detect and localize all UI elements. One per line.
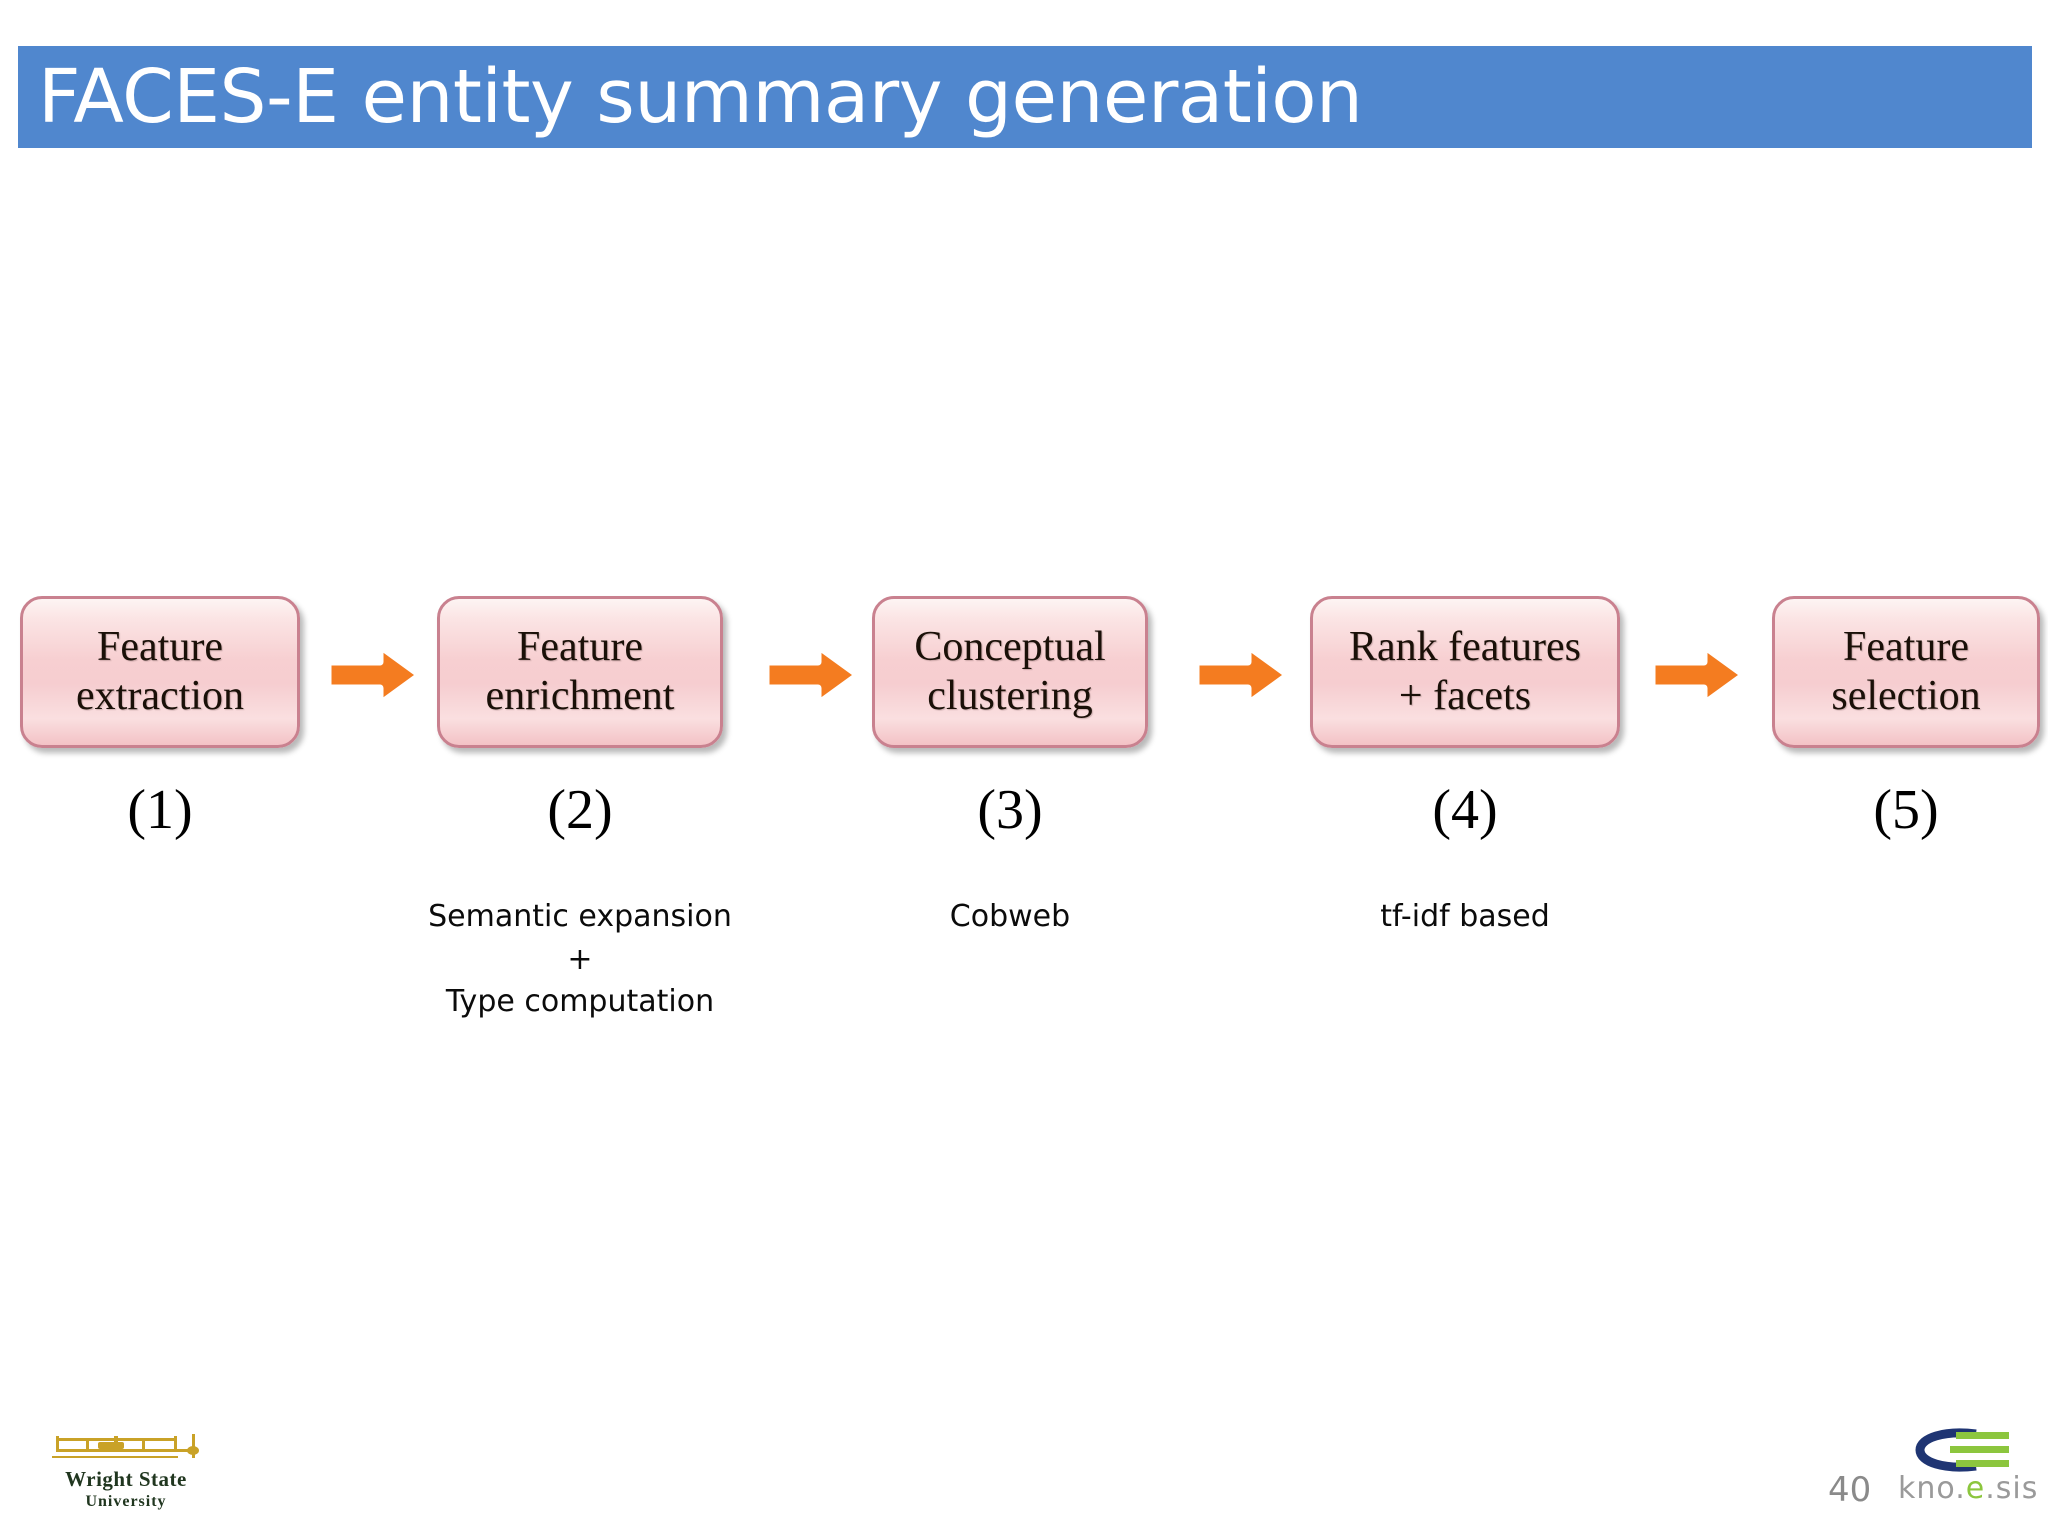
knoesis-logo: kno.e.sis: [1898, 1428, 2037, 1518]
knoesis-wordmark-accent: e: [1965, 1471, 1986, 1506]
pipeline-stage-1-label: Feature extraction: [76, 624, 244, 719]
knoesis-wordmark: kno.e.sis: [1898, 1471, 2037, 1506]
pipeline-stage-3-box[interactable]: Conceptual clustering: [872, 596, 1148, 748]
pipeline-stage-caption-4: tf-idf based: [1380, 899, 1550, 934]
pipeline-step-number-1: (1): [127, 779, 193, 841]
pipeline-step-number-5: (5): [1873, 779, 1939, 841]
arrow-right-icon-2: [760, 638, 864, 712]
pipeline-stage-4-box[interactable]: Rank features + facets: [1310, 596, 1620, 748]
knoesis-epsilon-icon: [1915, 1428, 2009, 1472]
pipeline-diagram: Feature extraction Feature enrichment Co…: [0, 596, 2048, 752]
slide-title-bar: FACES-E entity summary generation: [18, 46, 2032, 148]
knoesis-wordmark-prefix: kno.: [1898, 1471, 1966, 1506]
pipeline-stage-2-label: Feature enrichment: [485, 624, 675, 719]
wsu-wordmark-line1: Wright State: [65, 1467, 187, 1491]
pipeline-step-number-4: (4): [1432, 779, 1498, 841]
page-number: 40: [1828, 1470, 1872, 1510]
wright-flyer-icon: [46, 1432, 206, 1466]
arrow-right-icon-3: [1190, 638, 1294, 712]
knoesis-wordmark-suffix: .sis: [1985, 1471, 2039, 1506]
pipeline-stage-5-label: Feature selection: [1831, 624, 1981, 719]
pipeline-step-number-3: (3): [977, 779, 1043, 841]
pipeline-stage-4-label: Rank features + facets: [1348, 624, 1582, 719]
pipeline-stage-caption-3: Cobweb: [949, 899, 1071, 934]
arrow-right-icon-1: [322, 638, 426, 712]
wsu-wordmark-line2: University: [85, 1493, 167, 1510]
arrow-right-icon-4: [1646, 638, 1750, 712]
page-title: FACES-E entity summary generation: [38, 54, 1363, 140]
pipeline-stage-caption-2: Semantic expansion + Type computation: [428, 899, 732, 1020]
pipeline-stage-2-box[interactable]: Feature enrichment: [437, 596, 723, 748]
wright-state-university-logo: Wright State University: [46, 1432, 206, 1512]
pipeline-stage-5-box[interactable]: Feature selection: [1772, 596, 2040, 748]
pipeline-stage-3-label: Conceptual clustering: [914, 624, 1106, 719]
pipeline-stage-1-box[interactable]: Feature extraction: [20, 596, 300, 748]
pipeline-step-number-2: (2): [547, 779, 613, 841]
